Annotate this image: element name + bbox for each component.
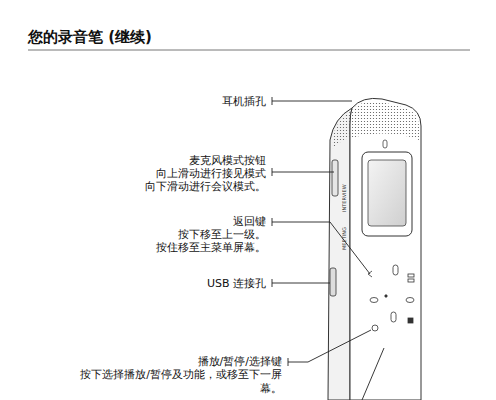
page-title: 您的录音笔 (继续) [28, 28, 152, 46]
callout-label: 按下移至上一级。 [178, 228, 266, 241]
indicator [383, 140, 387, 148]
callout-label: 麦克风模式按钮 [189, 154, 266, 167]
callout-label: 返回键 [233, 215, 266, 228]
device-marking: MEETING [341, 227, 347, 250]
callout-label: 幕。 [260, 382, 282, 395]
callout-label: 耳机插孔 [222, 95, 266, 108]
device-side [328, 108, 352, 400]
callout-label: 按住移至主菜单屏幕。 [156, 241, 266, 254]
title-rule [28, 50, 470, 51]
callout-label: USB 连接孔 [207, 277, 266, 290]
device-marking: INTERVIEW [341, 184, 347, 212]
callout-label: 播放/暂停/选择键 [198, 355, 282, 368]
mic-switch [332, 160, 338, 196]
leader-lines [272, 97, 384, 400]
callout-label: 向下滑动进行会议模式。 [145, 180, 266, 193]
screen [368, 160, 406, 226]
callout-label: 按下选择播放/暂停及功能，或移至下一屏 [80, 368, 282, 381]
speaker-grille [351, 101, 419, 140]
device-front [350, 98, 421, 400]
usb-port [330, 268, 336, 296]
grille-side [332, 112, 350, 150]
callout-label: 向上滑动进行接见模式 [156, 167, 266, 180]
screen-bezel [362, 152, 412, 236]
buttons [368, 265, 414, 331]
